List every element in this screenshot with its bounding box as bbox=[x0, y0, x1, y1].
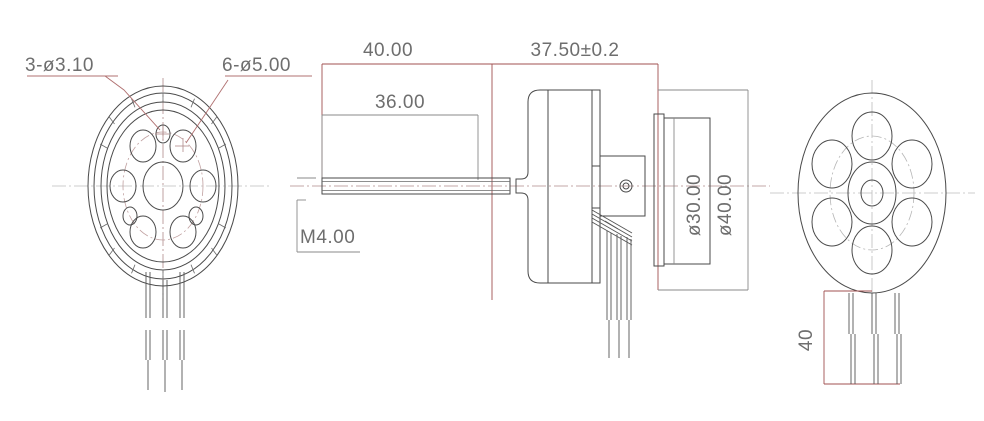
left-hole-crosshairs bbox=[155, 126, 191, 154]
left-small-hole-leader bbox=[27, 75, 161, 131]
right-large-hole bbox=[852, 112, 892, 160]
rotor-block-body bbox=[600, 156, 645, 216]
dim-text-body-span: 37.50±0.2 bbox=[531, 40, 620, 61]
left-large-hole-leader bbox=[185, 75, 312, 144]
right-lead-wires bbox=[848, 293, 902, 384]
motor-shaft bbox=[322, 178, 510, 194]
right-large-hole bbox=[812, 198, 852, 246]
dim-thread-callout bbox=[296, 177, 360, 253]
set-screw-outer bbox=[620, 180, 632, 192]
dim-text-thread: M4.00 bbox=[300, 227, 355, 248]
dim-text-overall-length: 40.00 bbox=[363, 40, 413, 61]
dim-lead-length bbox=[823, 290, 900, 385]
dim-text-shaft-length: 36.00 bbox=[375, 92, 425, 113]
right-large-hole bbox=[892, 198, 932, 246]
dim-text-outer-diameter: ø40.00 bbox=[715, 174, 736, 236]
dim-text-lead-length: 40 bbox=[796, 329, 817, 351]
left-front-view: 3-ø3.10 6-ø5.00 bbox=[25, 55, 312, 392]
left-large-hole bbox=[190, 170, 216, 202]
right-large-hole bbox=[892, 140, 932, 188]
label-large-holes: 6-ø5.00 bbox=[222, 55, 291, 76]
left-small-hole bbox=[123, 207, 137, 225]
right-large-hole bbox=[852, 226, 892, 274]
left-large-hole bbox=[110, 170, 136, 202]
right-large-hole bbox=[812, 140, 852, 188]
label-small-holes: 3-ø3.10 bbox=[25, 55, 94, 76]
left-large-hole bbox=[130, 130, 156, 162]
left-center-bore bbox=[143, 162, 183, 210]
left-large-hole bbox=[130, 216, 156, 248]
middle-lead-wires bbox=[591, 209, 633, 358]
left-stator-inner-circle bbox=[107, 110, 219, 262]
right-rear-view: 40 bbox=[770, 80, 975, 385]
left-large-hole bbox=[170, 130, 196, 162]
middle-side-view: 40.00 37.50±0.2 36.00 M4.00 bbox=[290, 40, 770, 358]
left-stator-slots bbox=[99, 93, 227, 279]
right-center-boss-outer bbox=[848, 162, 896, 224]
dim-outer-diameter bbox=[658, 89, 749, 291]
right-large-holes-group bbox=[812, 112, 932, 274]
flange-back bbox=[664, 118, 710, 264]
left-lead-wires bbox=[145, 272, 185, 392]
left-large-hole bbox=[170, 216, 196, 248]
left-large-holes-group bbox=[110, 130, 216, 248]
mounting-flange bbox=[654, 114, 710, 266]
right-center-boss-inner bbox=[861, 180, 883, 206]
dim-body-span bbox=[492, 63, 659, 290]
rotor-block bbox=[592, 156, 645, 216]
flange-plate bbox=[654, 114, 664, 266]
left-small-hole bbox=[189, 207, 203, 225]
dim-text-inner-diameter: ø30.00 bbox=[684, 174, 705, 236]
right-bolt-circle bbox=[829, 135, 915, 251]
dim-shaft-length bbox=[321, 114, 479, 180]
shaft-body bbox=[322, 178, 510, 194]
set-screw-inner bbox=[623, 183, 629, 189]
motor-housing-outline bbox=[516, 90, 600, 283]
